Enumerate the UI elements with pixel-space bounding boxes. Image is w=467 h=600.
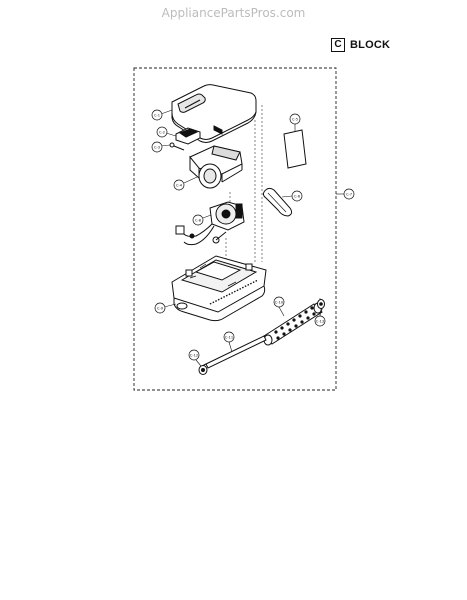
callout-label-c4: C-4	[176, 183, 183, 187]
site-watermark: AppliancePartsPros.com	[161, 6, 306, 20]
callout-bubble	[154, 302, 166, 314]
bag-latch-part	[175, 127, 201, 145]
block-letter-badge: C	[331, 38, 345, 52]
assembly-boundary	[133, 67, 337, 391]
end-cap-part	[317, 299, 325, 309]
callout-bubble	[289, 113, 301, 125]
callout-label-c11: C-11	[225, 335, 233, 339]
motor-switch-part	[175, 201, 245, 246]
callout-bubble	[343, 188, 355, 200]
block-label: BLOCK	[350, 39, 391, 51]
callout-label-c8: C-8	[195, 218, 202, 222]
screw-part	[169, 142, 185, 151]
housing-cover-part	[171, 84, 257, 143]
callout-bubble	[291, 190, 303, 202]
callout-bubble	[273, 296, 285, 308]
callout-bubble	[151, 141, 163, 153]
callout-label-c1: C-1	[154, 113, 160, 117]
block-title: C BLOCK	[331, 38, 390, 52]
drive-belt-part	[262, 187, 293, 217]
agitator-shaft-part	[199, 335, 267, 369]
callout-label-c12: C-12	[190, 353, 198, 357]
callout-bubble	[156, 126, 168, 138]
callout-bubble	[173, 179, 185, 191]
base-housing-part	[171, 255, 267, 322]
brush-roll-part	[263, 302, 323, 346]
bearing-end-part	[198, 365, 208, 375]
callout-label-c5: C-5	[292, 117, 298, 121]
callout-bubble	[151, 109, 163, 121]
callout-label-c10: C-10	[275, 300, 284, 304]
callout-bubble	[188, 349, 200, 361]
callout-label-c6: C-6	[294, 194, 301, 198]
callout-bubble	[192, 214, 204, 226]
filter-pad-part	[283, 129, 307, 169]
callout-label-c13: C-13	[316, 319, 324, 323]
callout-label-c7: C-7	[346, 192, 352, 196]
callout-label-c2: C-2	[159, 130, 165, 134]
callout-label-c3: C-3	[154, 145, 160, 149]
callout-bubble	[223, 331, 235, 343]
callout-label-c9: C-9	[157, 306, 164, 310]
callout-bubble	[314, 315, 326, 327]
motor-housing-part	[189, 145, 243, 189]
